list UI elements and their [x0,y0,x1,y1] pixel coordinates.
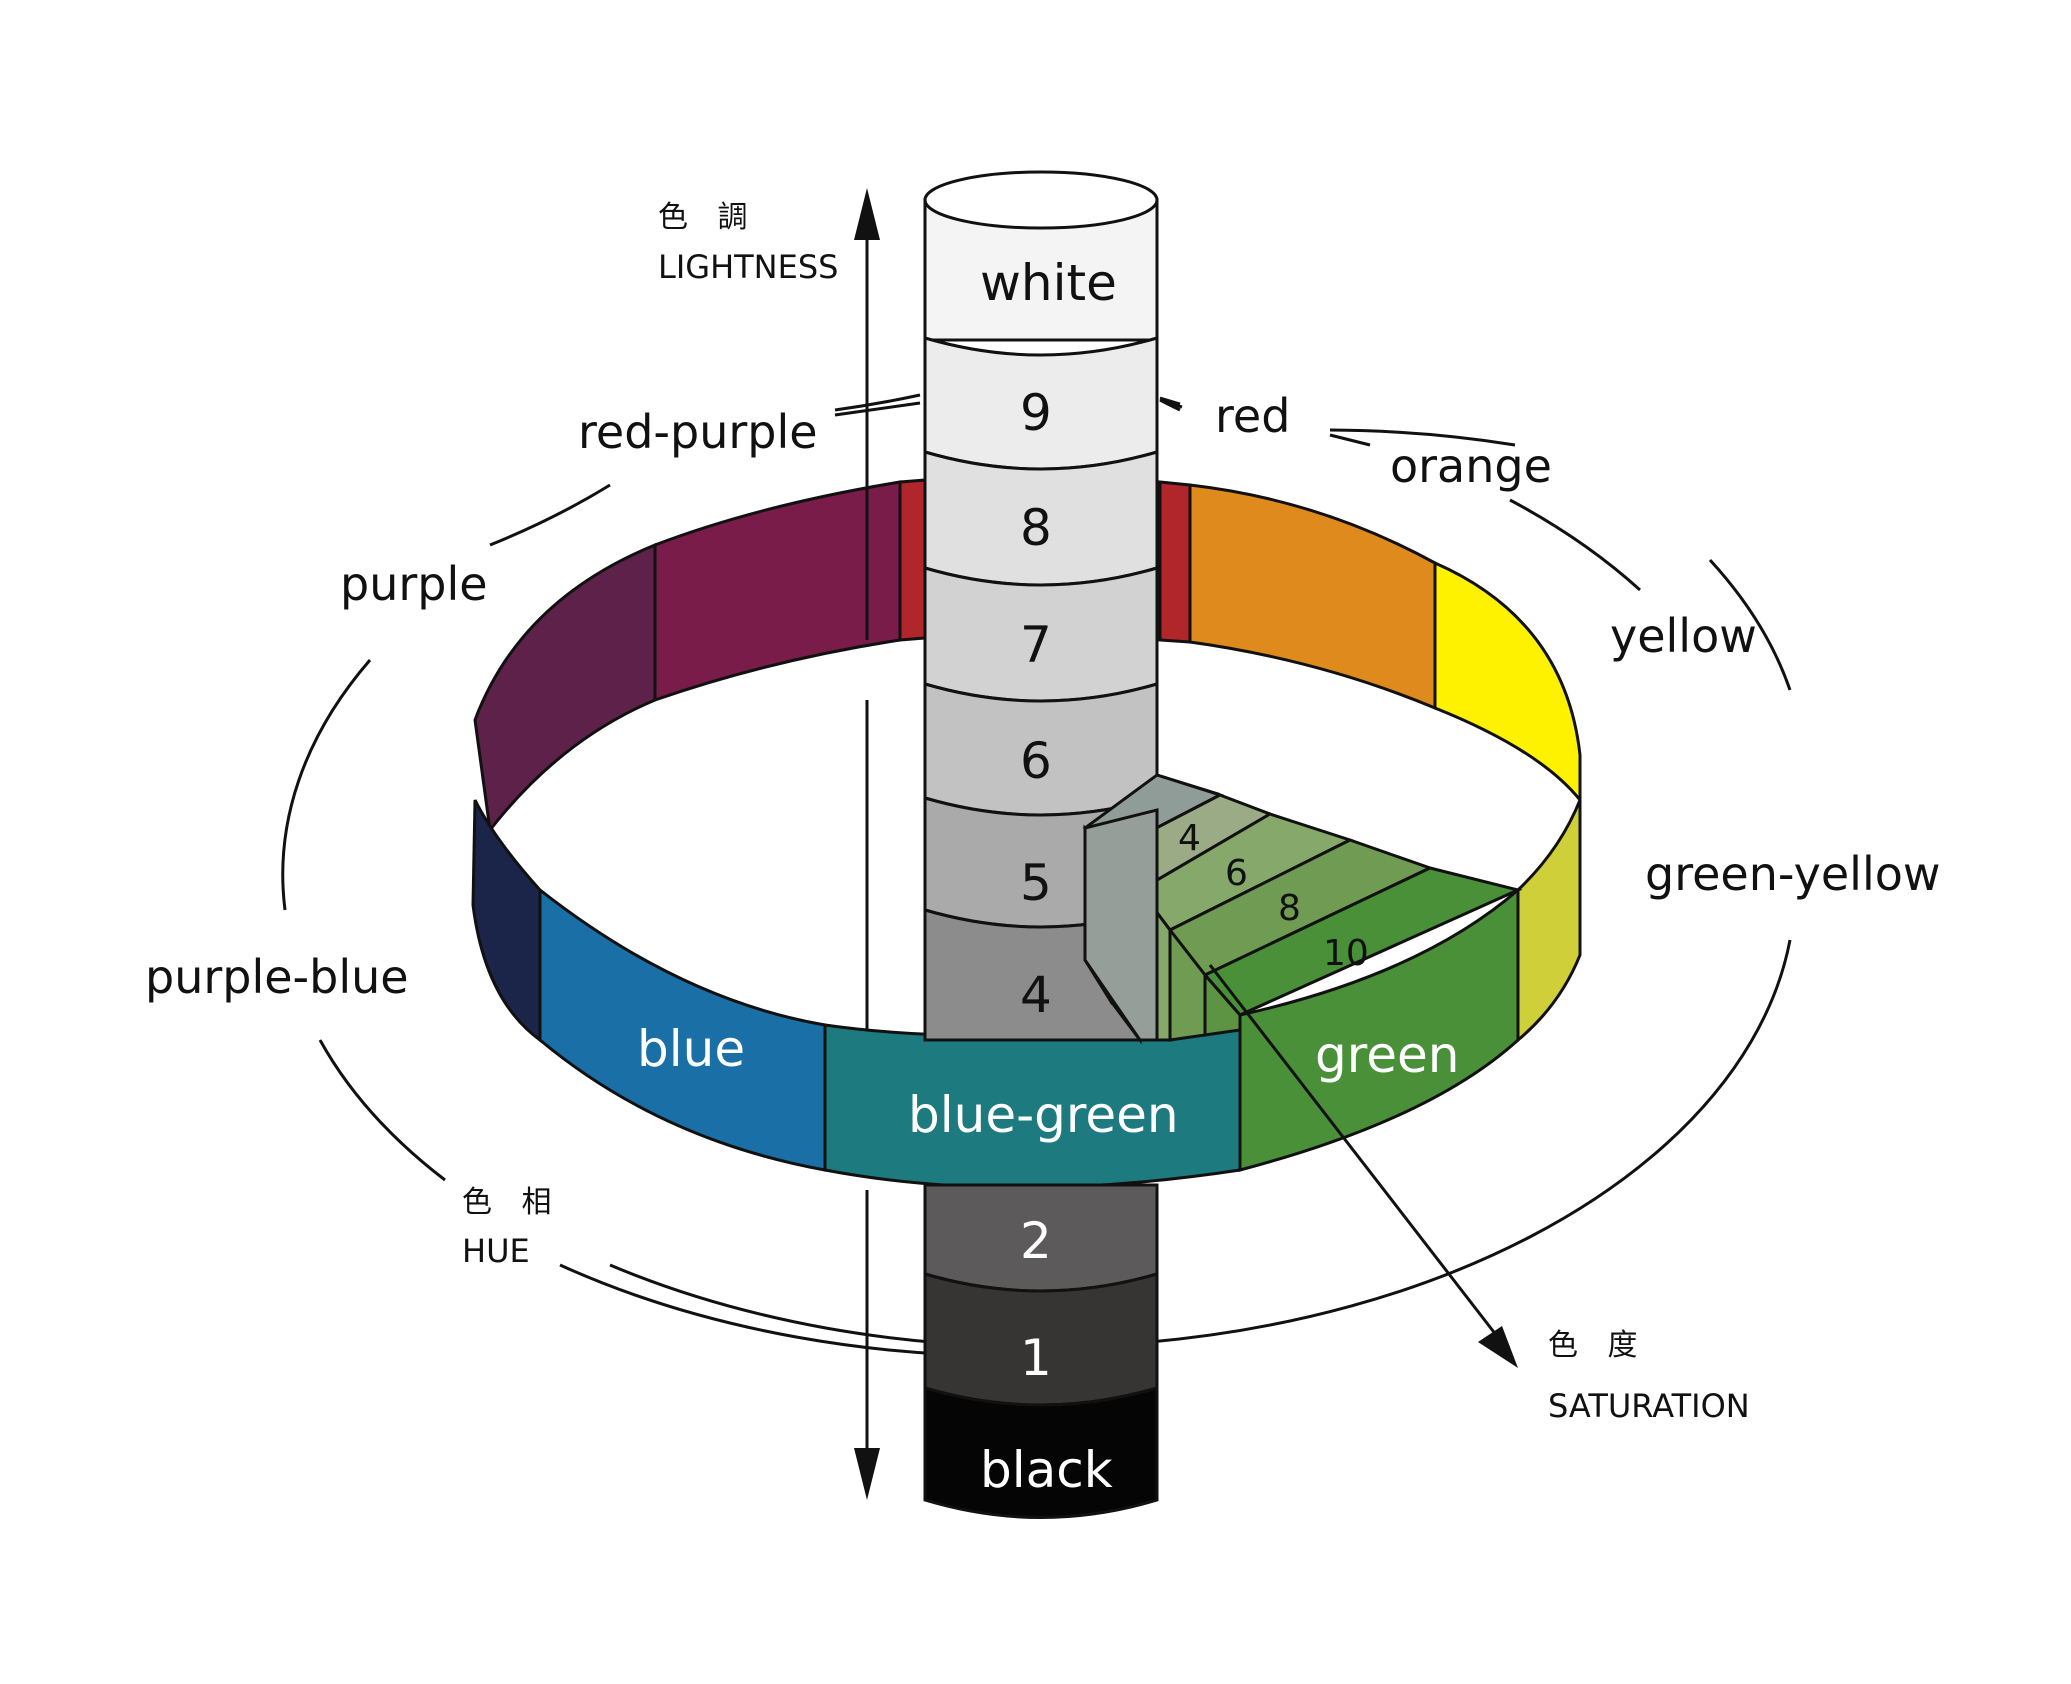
lightness-label-9: 9 [1020,384,1052,442]
lightness-arrow-up-icon [854,188,880,240]
hue-label-red: red [1215,389,1290,443]
column-top-cap [923,170,1159,230]
saturation-label-10: 10 [1323,933,1369,974]
hue-label-yellow: yellow [1610,609,1757,663]
lightness-axis-arrow [854,188,880,1500]
band-segment-green-yellow [1516,799,1582,1044]
band-segment-purple [473,542,657,834]
hue-label-purple: purple [340,557,488,611]
lightness-label-black: black [980,1441,1113,1499]
saturation-label-4: 4 [1178,818,1201,859]
lightness-axis-cjk: 色 調 [658,200,758,235]
lightness-label-4: 4 [1020,966,1052,1024]
band-label-blue-green: blue-green [908,1086,1179,1144]
band-label-green: green [1315,1026,1459,1084]
saturation-label-6: 6 [1225,853,1248,894]
lightness-label-6: 6 [1020,732,1052,790]
hue-label-red-purple: red-purple [578,405,818,459]
band-segment-red-right [1158,480,1192,644]
lightness-label-2: 2 [1020,1212,1052,1270]
hue-label-purple-blue: purple-blue [145,950,409,1004]
lightness-label-white: white [980,254,1117,312]
column-step-black [923,1385,1159,1519]
hue-axis-label: HUE [462,1232,530,1270]
lightness-axis-label: LIGHTNESS [658,248,838,286]
hue-label-green-yellow: green-yellow [1645,847,1941,901]
hue-label-orange: orange [1390,439,1552,493]
hue-band-front [471,755,1582,1189]
band-segment-yellow [1433,560,1582,805]
saturation-axis-cjk: 色 度 [1548,1328,1648,1363]
saturation-wedge [1082,772,1523,1045]
band-label-blue: blue [637,1020,745,1078]
saturation-label-8: 8 [1278,888,1301,929]
lightness-label-7: 7 [1020,616,1052,674]
saturation-arrow-icon [1478,1326,1518,1368]
lightness-label-5: 5 [1020,854,1052,912]
band-segment-purple-blue [471,799,542,1043]
saturation-axis-arrow [1208,964,1518,1368]
lightness-label-8: 8 [1020,499,1052,557]
band-segment-red-purple [653,480,902,703]
hue-band-back [473,478,1582,834]
hue-axis-cjk: 色 相 [462,1185,562,1220]
band-segment-orange [1188,483,1437,711]
lightness-arrow-down-icon [854,1448,880,1500]
saturation-axis-label: SATURATION [1548,1387,1750,1425]
band-segment-red-left [898,478,927,642]
lightness-label-1: 1 [1020,1329,1052,1387]
